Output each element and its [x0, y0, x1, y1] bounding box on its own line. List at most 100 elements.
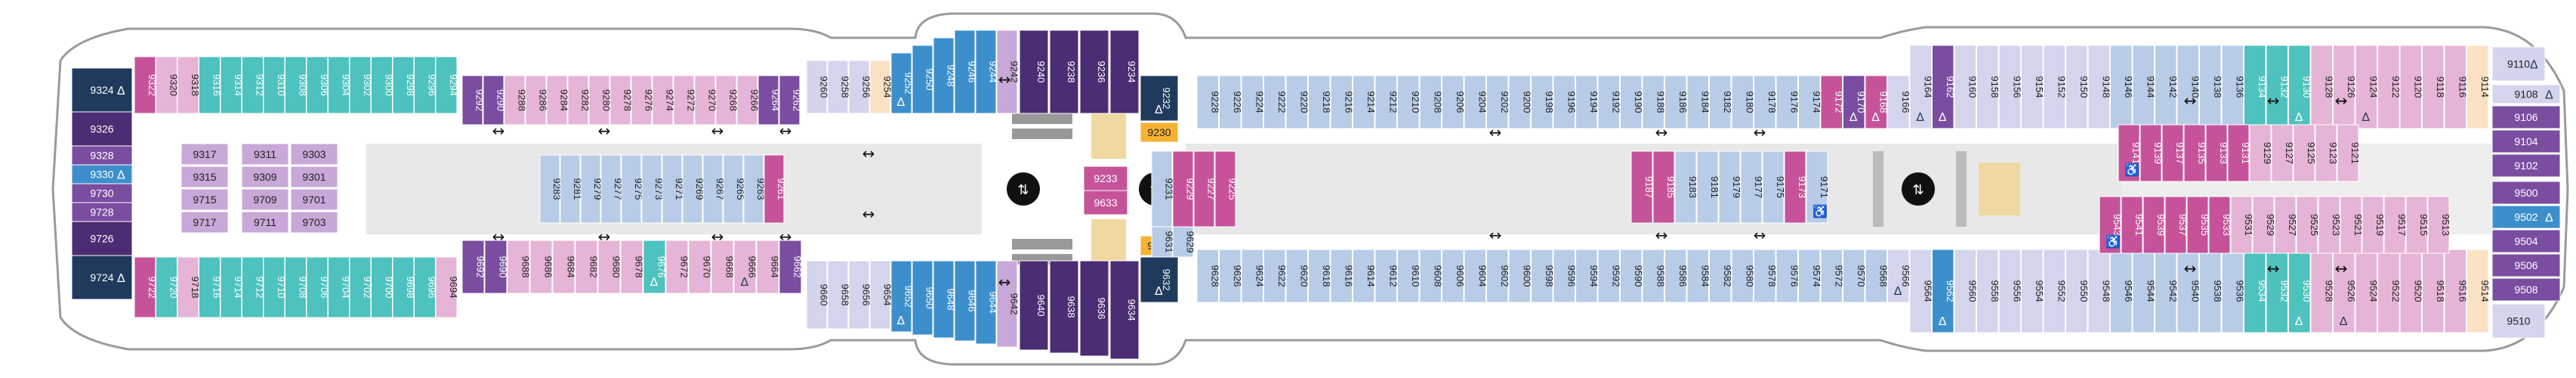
cabin-9290[interactable]: 9290 [483, 75, 507, 125]
cabin-9208[interactable]: 9208 [1419, 75, 1443, 129]
cabin-9508[interactable]: 9508 [2491, 277, 2561, 302]
cabin-9631[interactable]: 9631 [1151, 226, 1175, 258]
cabin-9610[interactable]: 9610 [1397, 249, 1421, 303]
cabin-9711[interactable]: 9711 [241, 211, 289, 234]
cabin-9608[interactable]: 9608 [1419, 249, 1443, 303]
cabin-9178[interactable]: 9178 [1754, 75, 1778, 129]
cabin-9720[interactable]: 9720 [156, 256, 180, 318]
cabin-9183[interactable]: 9183 [1674, 150, 1698, 224]
cabin-9664[interactable]: 9664 [756, 240, 781, 294]
cabin-9572[interactable]: 9572 [1820, 249, 1844, 303]
cabin-9612[interactable]: 9612 [1374, 249, 1399, 303]
cabin-9650[interactable]: 9650 [912, 260, 936, 336]
cabin-9144[interactable]: 9144 [2132, 45, 2156, 129]
cabin-9656[interactable]: 9656 [848, 260, 872, 330]
cabin-9592[interactable]: 9592 [1597, 249, 1621, 303]
cabin-9704[interactable]: 9704 [328, 256, 352, 318]
cabin-9542[interactable]: 9542 [2155, 249, 2179, 333]
cabin-9292[interactable]: 9292 [461, 75, 486, 125]
cabin-9522[interactable]: 9522 [2377, 249, 2402, 333]
cabin-9646[interactable]: 9646 [954, 260, 978, 342]
cabin-9240[interactable]: 9240 [1019, 29, 1049, 114]
cabin-9622[interactable]: 9622 [1263, 249, 1288, 303]
cabin-9682[interactable]: 9682 [575, 240, 600, 294]
cabin-9261[interactable]: 9261 [764, 154, 787, 224]
cabin-9280[interactable]: 9280 [588, 75, 612, 125]
cabin-9722[interactable]: 9722 [134, 256, 158, 318]
cabin-9172[interactable]: 9172 [1820, 75, 1844, 129]
cabin-9531[interactable]: 9531 [2230, 196, 2254, 254]
cabin-9230[interactable]: 9230 [1140, 122, 1179, 143]
cabin-9644[interactable]: 9644 [975, 260, 999, 345]
cabin-9580[interactable]: 9580 [1731, 249, 1755, 303]
cabin-9268[interactable]: 9268 [715, 75, 739, 125]
cabin-9614[interactable]: 9614 [1353, 249, 1377, 303]
cabin-9279[interactable]: 9279 [580, 154, 603, 224]
cabin-9224[interactable]: 9224 [1241, 75, 1265, 129]
cabin-9710[interactable]: 9710 [263, 256, 287, 318]
cabin-9154[interactable]: 9154 [2021, 45, 2045, 129]
cabin-9535[interactable]: 9535 [2186, 196, 2210, 254]
cabin-9536[interactable]: 9536 [2221, 249, 2245, 333]
cabin-9728[interactable]: 9728 [71, 202, 133, 222]
cabin-9166[interactable]: 9166 [1887, 75, 1911, 129]
cabin-9504[interactable]: 9504 [2491, 229, 2561, 253]
cabin-9238[interactable]: 9238 [1049, 29, 1079, 114]
cabin-9528[interactable]: 9528 [2310, 249, 2334, 333]
cabin-9546[interactable]: 9546 [2110, 249, 2134, 333]
cabin-9686[interactable]: 9686 [529, 240, 554, 294]
cabin-9116[interactable]: 9116 [2444, 45, 2468, 129]
cabin-9298[interactable]: 9298 [392, 56, 416, 114]
cabin-9521[interactable]: 9521 [2340, 196, 2364, 254]
cabin-9134[interactable]: 9134 [2244, 45, 2268, 129]
cabin-9150[interactable]: 9150 [2065, 45, 2090, 129]
cabin-9262[interactable]: 9262 [779, 75, 803, 125]
cabin-9712[interactable]: 9712 [242, 256, 266, 318]
cabin-9231[interactable]: 9231 [1151, 150, 1175, 228]
cabin-9500[interactable]: 9500 [2491, 181, 2561, 205]
cabin-9234[interactable]: 9234 [1109, 29, 1140, 114]
cabin-9624[interactable]: 9624 [1241, 249, 1265, 303]
cabin-9311[interactable]: 9311 [241, 143, 289, 166]
cabin-9222[interactable]: 9222 [1263, 75, 1288, 129]
cabin-9726[interactable]: 9726 [71, 221, 133, 256]
cabin-9206[interactable]: 9206 [1442, 75, 1466, 129]
cabin-9276[interactable]: 9276 [631, 75, 655, 125]
cabin-9114[interactable]: 9114 [2466, 45, 2491, 129]
cabin-9718[interactable]: 9718 [177, 256, 201, 318]
cabin-9696[interactable]: 9696 [414, 256, 438, 318]
cabin-9714[interactable]: 9714 [220, 256, 244, 318]
cabin-9708[interactable]: 9708 [285, 256, 309, 318]
cabin-9266[interactable]: 9266 [736, 75, 760, 125]
cabin-9660[interactable]: 9660 [806, 260, 830, 330]
cabin-9127[interactable]: 9127 [2271, 124, 2295, 182]
cabin-9662[interactable]: 9662 [779, 240, 804, 294]
cabin-9554[interactable]: 9554 [2021, 249, 2045, 333]
cabin-9126[interactable]: 9126 [2333, 45, 2357, 129]
cabin-9187[interactable]: 9187 [1630, 150, 1655, 224]
cabin-9315[interactable]: 9315 [180, 166, 229, 188]
cabin-9730[interactable]: 9730 [71, 183, 133, 203]
cabin-9590[interactable]: 9590 [1620, 249, 1644, 303]
cabin-9700[interactable]: 9700 [371, 256, 395, 318]
cabin-9218[interactable]: 9218 [1308, 75, 1332, 129]
cabin-9118[interactable]: 9118 [2422, 45, 2446, 129]
cabin-9274[interactable]: 9274 [652, 75, 676, 125]
cabin-9173[interactable]: 9173 [1784, 150, 1808, 224]
cabin-9684[interactable]: 9684 [552, 240, 577, 294]
cabin-9519[interactable]: 9519 [2362, 196, 2386, 254]
cabin-9717[interactable]: 9717 [180, 211, 229, 234]
cabin-9122[interactable]: 9122 [2377, 45, 2402, 129]
cabin-9227[interactable]: 9227 [1193, 150, 1217, 228]
cabin-9604[interactable]: 9604 [1464, 249, 1488, 303]
cabin-9698[interactable]: 9698 [392, 256, 416, 318]
